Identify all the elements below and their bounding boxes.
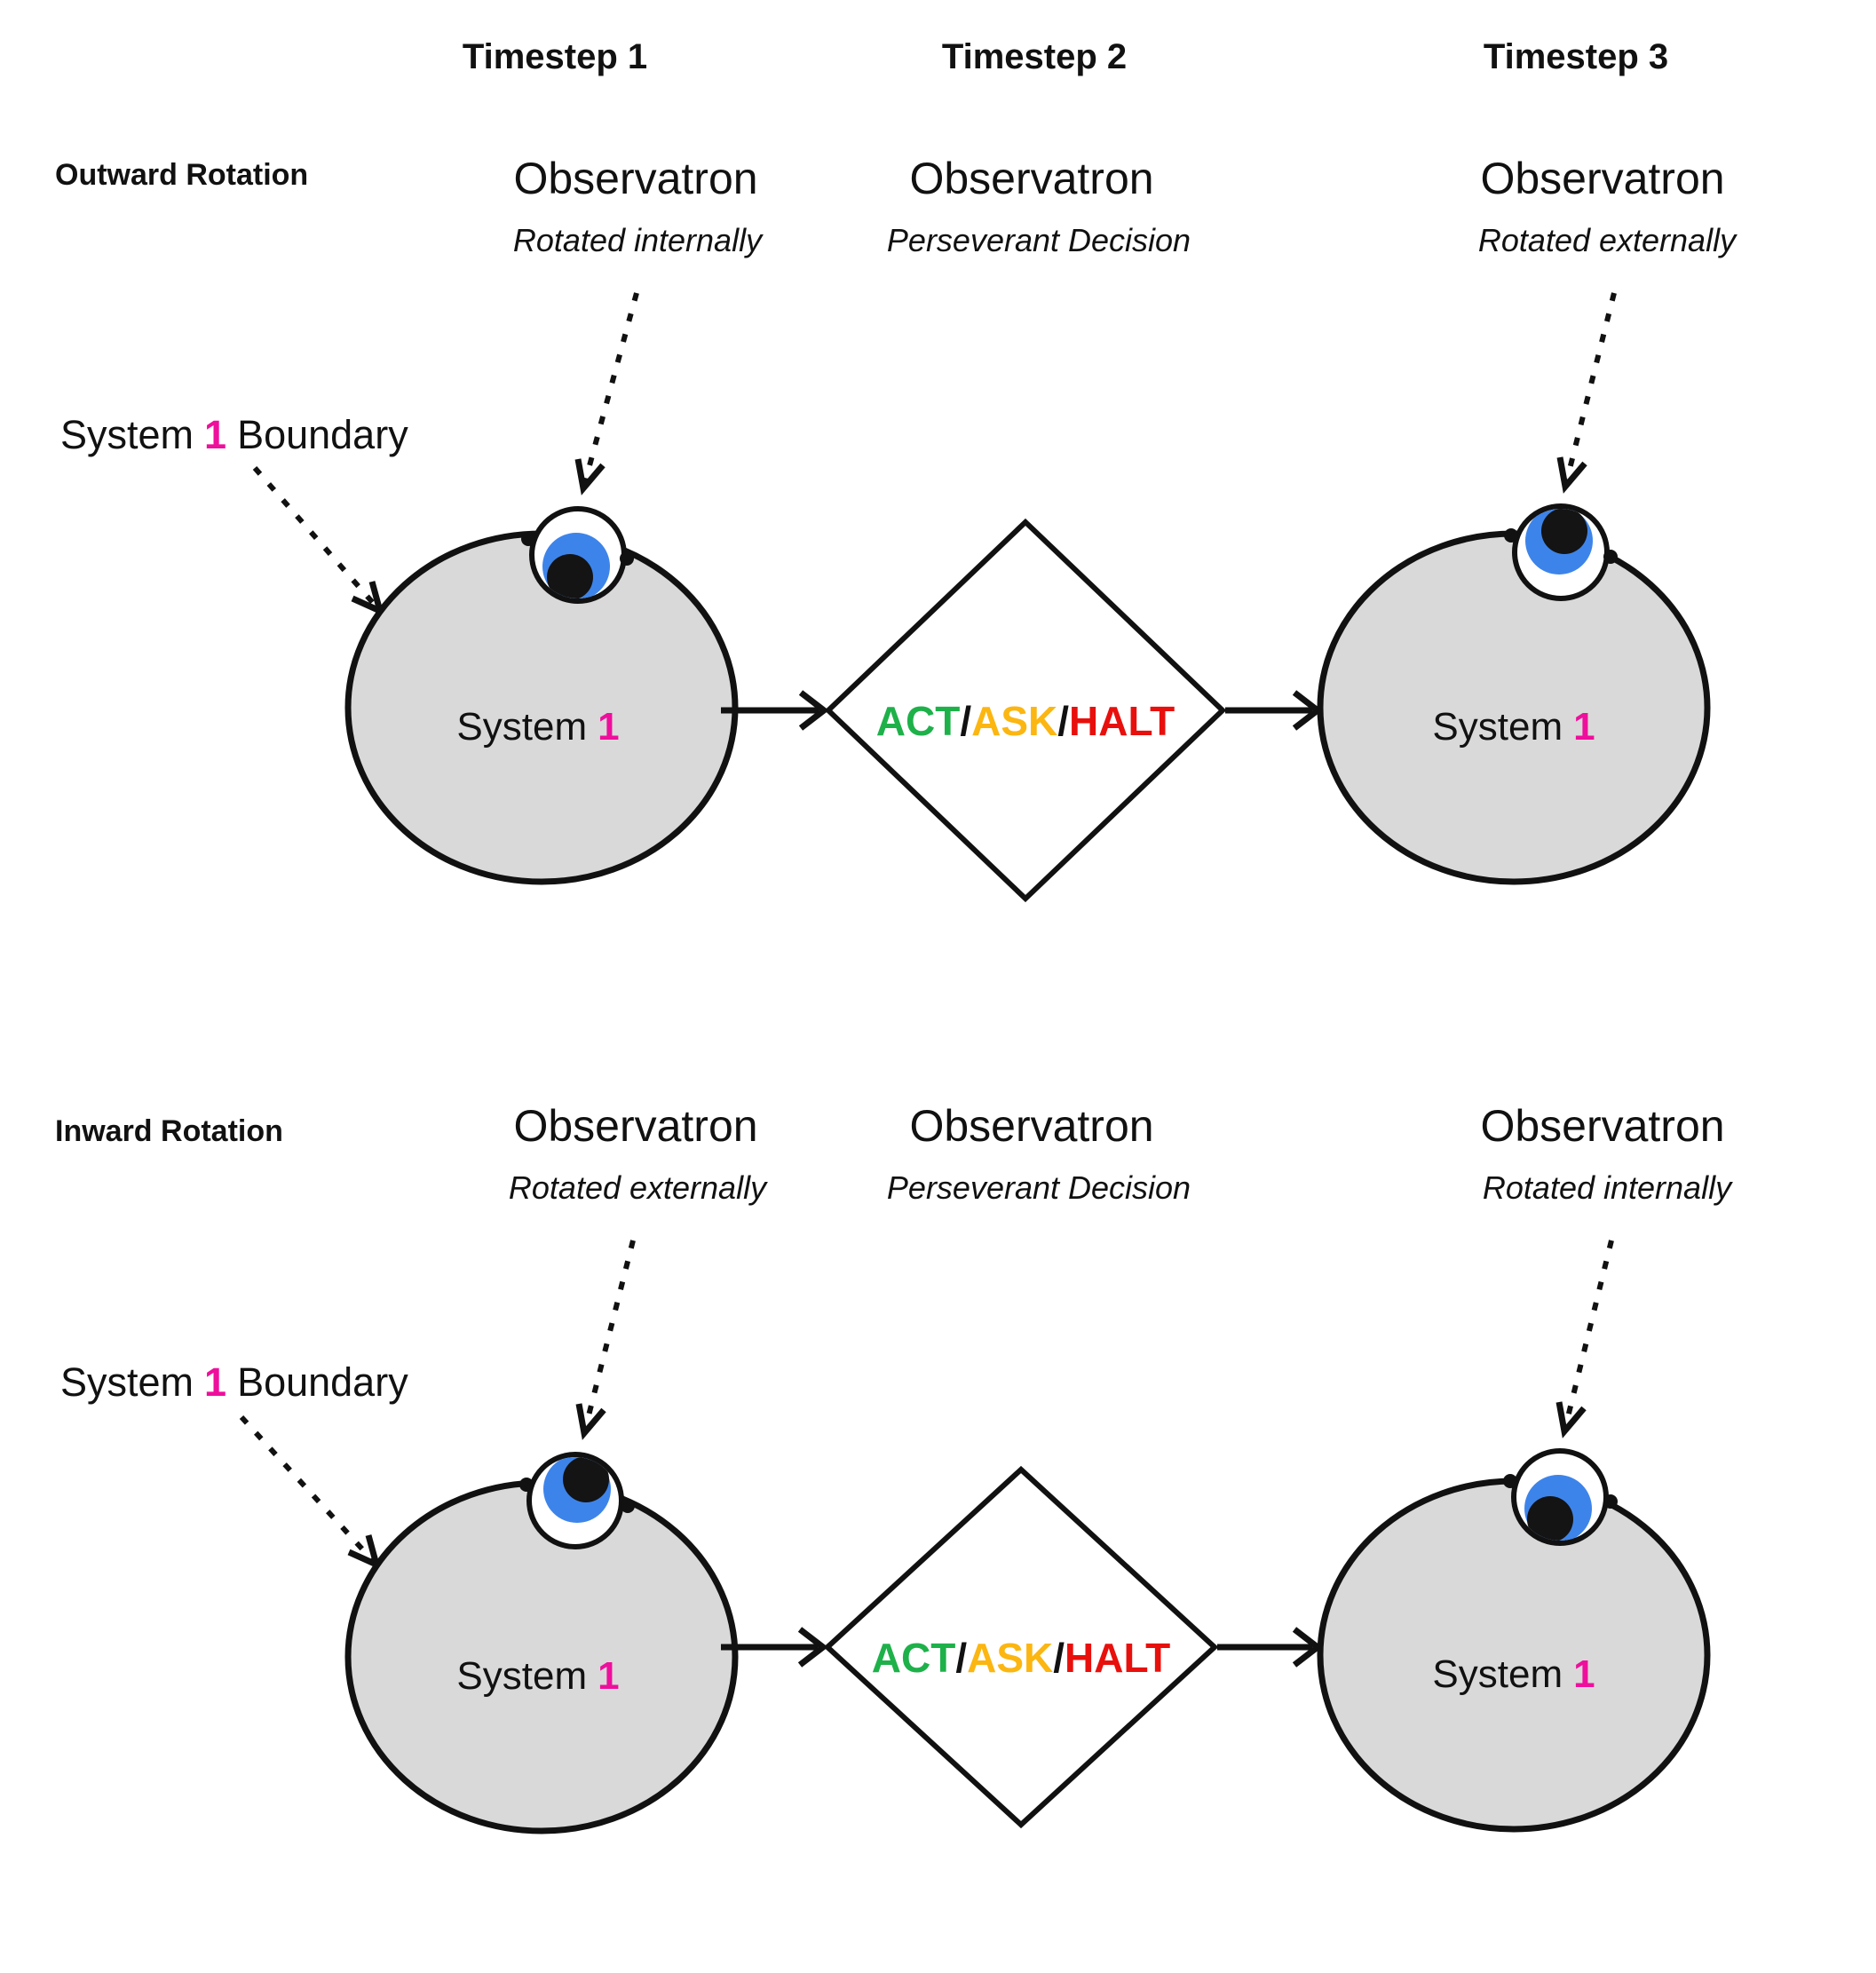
observatron-label-r2c2: Observatron (909, 1101, 1153, 1151)
observatron-pointer-arrow-r1c1 (581, 292, 639, 489)
observatron-pointer-arrowhead-r1c1 (574, 458, 606, 495)
halt-label: HALT (1069, 698, 1175, 744)
observatron-label-r1c1: Observatron (513, 154, 757, 203)
observatron-pointer-arrow-r2c3 (1562, 1240, 1614, 1432)
eye-anchor-dot (1503, 1474, 1517, 1488)
decision-label-r2: ACT/ASK/HALT (872, 1635, 1170, 1681)
row-label-outward: Outward Rotation (55, 158, 308, 192)
observatron-state-r1c3: Rotated externally (1478, 222, 1737, 258)
pupil (563, 1457, 609, 1502)
observatron-state-r2c3: Rotated internally (1483, 1169, 1733, 1206)
eye-anchor-dot (1603, 550, 1618, 564)
act-label: ACT (876, 698, 961, 744)
observatron-label-r1c3: Observatron (1480, 154, 1724, 203)
pupil (1527, 1496, 1573, 1541)
observatron-label-r2c1: Observatron (513, 1101, 757, 1151)
halt-label: HALT (1065, 1635, 1170, 1681)
boundary-pointer-arrow-row2 (239, 1414, 379, 1567)
flow-arrowhead-r2-left (797, 1627, 828, 1668)
boundary-pointer-arrowhead-row2 (347, 1534, 382, 1571)
observatron-pointer-arrow-r2c1 (582, 1240, 636, 1434)
row-label-inward: Inward Rotation (55, 1114, 283, 1148)
eye-anchor-dot (621, 1499, 635, 1513)
boundary-one: 1 (204, 1359, 226, 1405)
decision-diamond-r2 (823, 1465, 1219, 1829)
observatron-pointer-arrow-r1c3 (1563, 292, 1617, 487)
timestep-2-header: Timestep 2 (942, 37, 1127, 76)
observatron-state-r1c2: Perseverant Decision (887, 222, 1191, 258)
pupil (547, 554, 593, 598)
pupil (1541, 509, 1587, 554)
eye-icon-looking-outward-r2t1 (519, 1452, 635, 1549)
ask-label: ASK (971, 698, 1057, 744)
boundary-pointer-arrow-row1 (252, 466, 383, 613)
eye-anchor-dot (519, 1478, 534, 1492)
system-one: 1 (598, 705, 619, 749)
timestep-3-header: Timestep 3 (1484, 37, 1668, 76)
eye-anchor-dot (1603, 1494, 1618, 1509)
eye-anchor-dot (521, 532, 535, 546)
timestep-1-header: Timestep 1 (463, 37, 647, 76)
decision-label-r1: ACT/ASK/HALT (876, 698, 1175, 744)
eye-icon-looking-inward-r2t3 (1503, 1448, 1618, 1546)
boundary-one: 1 (204, 412, 226, 457)
act-label: ACT (872, 1635, 956, 1681)
row-outward-rotation: Outward Rotation Observatron Observatron… (55, 154, 1737, 903)
observatron-state-r1c1: Rotated internally (513, 222, 764, 258)
eye-anchor-dot (1504, 528, 1518, 543)
observatron-pointer-arrowhead-r1c3 (1556, 456, 1587, 494)
row-inward-rotation: Inward Rotation Observatron Observatron … (55, 1101, 1733, 1834)
observatron-label-r2c3: Observatron (1480, 1101, 1724, 1151)
system-one: 1 (1573, 1652, 1595, 1696)
system-one: 1 (598, 1654, 619, 1698)
eye-icon-looking-outward-r1t3 (1504, 503, 1618, 601)
system-one: 1 (1573, 705, 1595, 749)
eye-anchor-dot (620, 551, 634, 566)
observatron-state-r2c2: Perseverant Decision (887, 1169, 1191, 1206)
eye-icon-looking-inward-r1t1 (521, 506, 634, 604)
observatron-label-r1c2: Observatron (909, 154, 1153, 203)
observatron-pointer-arrowhead-r2c3 (1555, 1401, 1587, 1438)
flow-arrowhead-r1-left (798, 690, 829, 731)
observatron-state-r2c1: Rotated externally (509, 1169, 768, 1206)
decision-diamond-r1 (824, 518, 1227, 903)
observatron-pointer-arrowhead-r2c1 (575, 1403, 606, 1440)
ask-label: ASK (967, 1635, 1053, 1681)
